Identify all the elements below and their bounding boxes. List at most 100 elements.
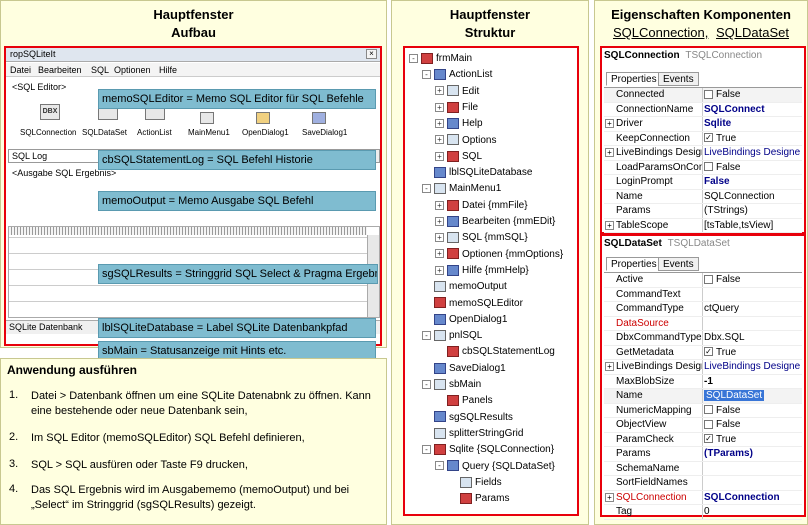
tab-events-ds[interactable]: Events [658,257,699,271]
tree-node[interactable]: +SQL {mmSQL} [435,230,528,245]
tree-node[interactable]: memoSQLEditor [422,296,523,311]
tree-node[interactable]: +Datei {mmFile} [435,198,528,213]
tree-node[interactable]: Panels [435,393,493,408]
property-row[interactable]: +TableScope[tsTable,tsView] [604,218,802,233]
property-value[interactable]: LiveBindings Designer [704,146,800,160]
property-row[interactable]: Params(TParams) [604,447,802,462]
tab-properties-ds[interactable]: Properties [606,257,662,271]
tree-node[interactable]: +Options [435,133,496,148]
property-row[interactable]: LoadParamsOnConn False [604,160,802,175]
tree-node[interactable]: +Optionen {mmOptions} [435,247,563,262]
property-value[interactable]: [tsTable,tsView] [704,219,800,233]
tree-node[interactable]: +SQL [435,149,482,164]
expand-icon[interactable]: + [605,148,614,157]
close-icon[interactable]: × [366,49,377,59]
tree-node[interactable]: +Help [435,116,483,131]
property-row[interactable]: +LiveBindings DesigneLiveBindings Design… [604,146,802,161]
property-row[interactable]: CommandText [604,287,802,302]
collapse-icon[interactable]: - [422,184,431,194]
collapse-icon[interactable]: - [409,53,418,63]
expand-icon[interactable]: + [435,102,444,112]
property-row[interactable]: +LiveBindings DesigneLiveBindings Design… [604,360,802,375]
tree-node[interactable]: lblSQLiteDatabase [422,165,532,180]
checkbox-icon[interactable] [704,162,713,172]
property-value[interactable]: Dbx.SQL [704,331,800,345]
expand-icon[interactable]: + [435,233,444,243]
collapse-icon[interactable]: - [422,330,431,340]
property-value[interactable]: False [704,418,800,432]
expand-icon[interactable]: + [435,86,444,96]
property-value[interactable]: False [704,404,800,418]
menu-hilfe[interactable]: Hilfe [159,65,178,75]
property-value[interactable]: False [704,88,800,102]
property-value[interactable]: SQLDataSet [704,389,800,403]
collapse-icon[interactable]: - [422,445,431,455]
expand-icon[interactable]: + [605,119,614,128]
expand-icon[interactable]: + [605,492,614,502]
property-row[interactable]: GetMetadata✓True [604,345,802,360]
tree-node[interactable]: -frmMain [409,51,472,66]
property-row[interactable]: DataSource [604,316,802,331]
property-value[interactable]: Sqlite [704,117,800,131]
property-value[interactable]: False [704,161,800,175]
property-value[interactable]: SQLConnection [704,491,800,505]
menu-sql[interactable]: SQL [91,65,110,75]
property-value[interactable]: LiveBindings Designer [704,360,800,374]
mainmenu-icon[interactable] [200,112,214,124]
property-value[interactable]: ✓True [704,346,800,360]
expand-icon[interactable]: + [435,249,444,259]
tab-properties[interactable]: Properties [606,72,662,86]
tree-node[interactable]: +Bearbeiten {mmEDit} [435,214,555,229]
tree-node[interactable]: +File [435,100,478,115]
property-row[interactable]: ObjectView False [604,418,802,433]
tree-node[interactable]: splitterStringGrid [422,426,523,441]
expand-icon[interactable]: + [435,135,444,145]
property-row[interactable]: MaxBlobSize-1 [604,374,802,389]
property-value[interactable]: SQLConnection [704,190,800,204]
property-value[interactable]: ✓True [704,132,800,146]
property-row[interactable]: ParamCheck✓True [604,432,802,447]
checkbox-icon[interactable] [704,274,713,284]
menu-bearbeiten[interactable]: Bearbeiten [38,65,82,75]
expand-icon[interactable]: + [435,216,444,226]
tree-node[interactable]: -Sqlite {SQLConnection} [422,442,554,457]
property-row[interactable]: KeepConnection✓True [604,131,802,146]
expand-icon[interactable]: + [605,362,614,371]
checkbox-checked-icon[interactable]: ✓ [704,347,713,357]
property-row[interactable]: SortFieldNames [604,476,802,491]
tree-node[interactable]: -pnlSQL [422,328,482,343]
property-row[interactable]: SchemaName [604,461,802,476]
expand-icon[interactable]: + [435,200,444,210]
menu-optionen[interactable]: Optionen [114,65,151,75]
property-row[interactable]: NumericMapping False [604,403,802,418]
property-value[interactable]: (TStrings) [704,204,800,218]
tree-node[interactable]: +Hilfe {mmHelp} [435,263,529,278]
tree-node[interactable]: memoOutput [422,279,507,294]
tree-node[interactable]: cbSQLStatementLog [435,344,555,359]
property-value[interactable]: False [704,175,800,189]
tab-events[interactable]: Events [658,72,699,86]
tree-node[interactable]: OpenDialog1 [422,312,507,327]
dbx-icon[interactable]: DBX [40,104,60,120]
collapse-icon[interactable]: - [422,70,431,80]
expand-icon[interactable]: + [435,119,444,129]
tree-node[interactable]: -sbMain [422,377,481,392]
opendialog-icon[interactable] [256,112,270,124]
property-row[interactable]: Connected False [604,88,802,103]
checkbox-icon[interactable] [704,89,713,99]
tree-node[interactable]: -MainMenu1 [422,181,501,196]
tree-node[interactable]: Fields [448,475,502,490]
tree-node[interactable]: -ActionList [422,67,492,82]
property-value[interactable]: SQLConnect [704,103,800,117]
property-value[interactable]: ctQuery [704,302,800,316]
checkbox-checked-icon[interactable]: ✓ [704,434,713,444]
